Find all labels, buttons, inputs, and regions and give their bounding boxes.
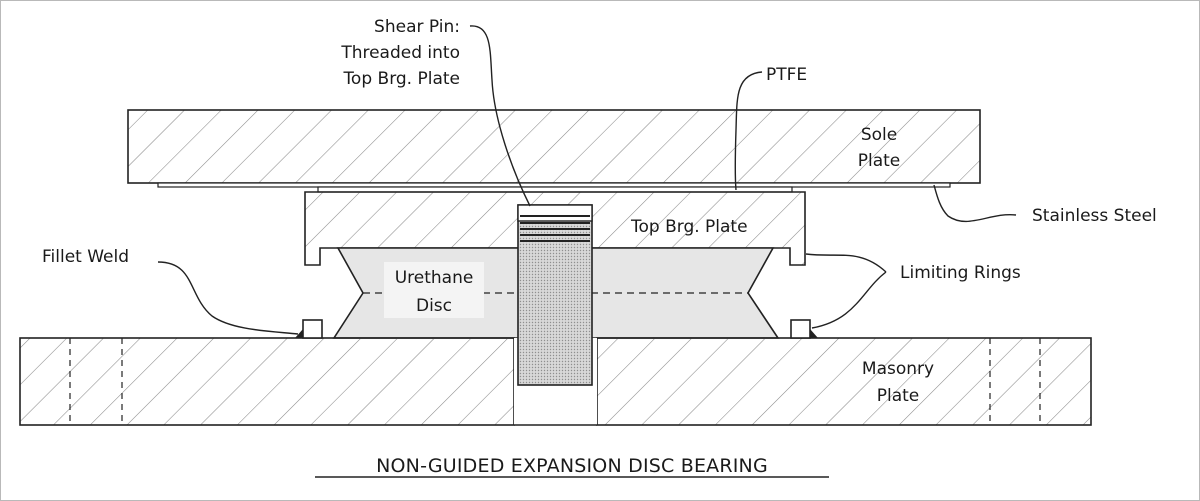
label-shear-pin-2: Threaded into [340, 43, 460, 63]
label-stainless-steel: Stainless Steel [1032, 206, 1157, 226]
stainless-steel-sheet [157, 182, 951, 188]
label-limiting-rings: Limiting Rings [900, 263, 1021, 283]
leader-limiting-rings-lower [811, 271, 887, 329]
shear-pin-thread-top [517, 204, 593, 222]
leader-ptfe [734, 71, 763, 191]
masonry-plate-right [596, 337, 1092, 426]
limiting-ring-left [302, 319, 323, 339]
sole-plate [127, 109, 981, 184]
label-shear-pin-3: Top Brg. Plate [342, 69, 460, 89]
label-masonry-plate-2: Plate [877, 386, 920, 406]
label-ptfe: PTFE [766, 65, 807, 85]
leader-shear-pin [469, 25, 531, 207]
label-masonry-plate-1: Masonry [862, 359, 934, 379]
leader-stainless-steel [933, 184, 1017, 222]
leader-fillet-weld [157, 261, 299, 335]
shear-pin-threads [520, 215, 590, 242]
label-shear-pin-1: Shear Pin: [374, 17, 460, 37]
label-sole-plate-1: Sole [861, 125, 897, 145]
diagram-title: NON-GUIDED EXPANSION DISC BEARING [376, 455, 768, 477]
leader-limiting-rings-upper [805, 253, 887, 273]
label-urethane-2: Disc [416, 296, 452, 316]
label-urethane-1: Urethane [395, 268, 474, 288]
limiting-ring-right [790, 319, 811, 339]
fillet-weld-right [810, 329, 818, 338]
shear-pin [517, 204, 593, 386]
label-fillet-weld: Fillet Weld [42, 247, 129, 267]
label-sole-plate-2: Plate [858, 151, 901, 171]
masonry-plate-left [19, 337, 515, 426]
label-top-brg-plate: Top Brg. Plate [630, 217, 748, 237]
fillet-weld-left [295, 329, 303, 338]
urethane-label-bg [384, 262, 484, 318]
